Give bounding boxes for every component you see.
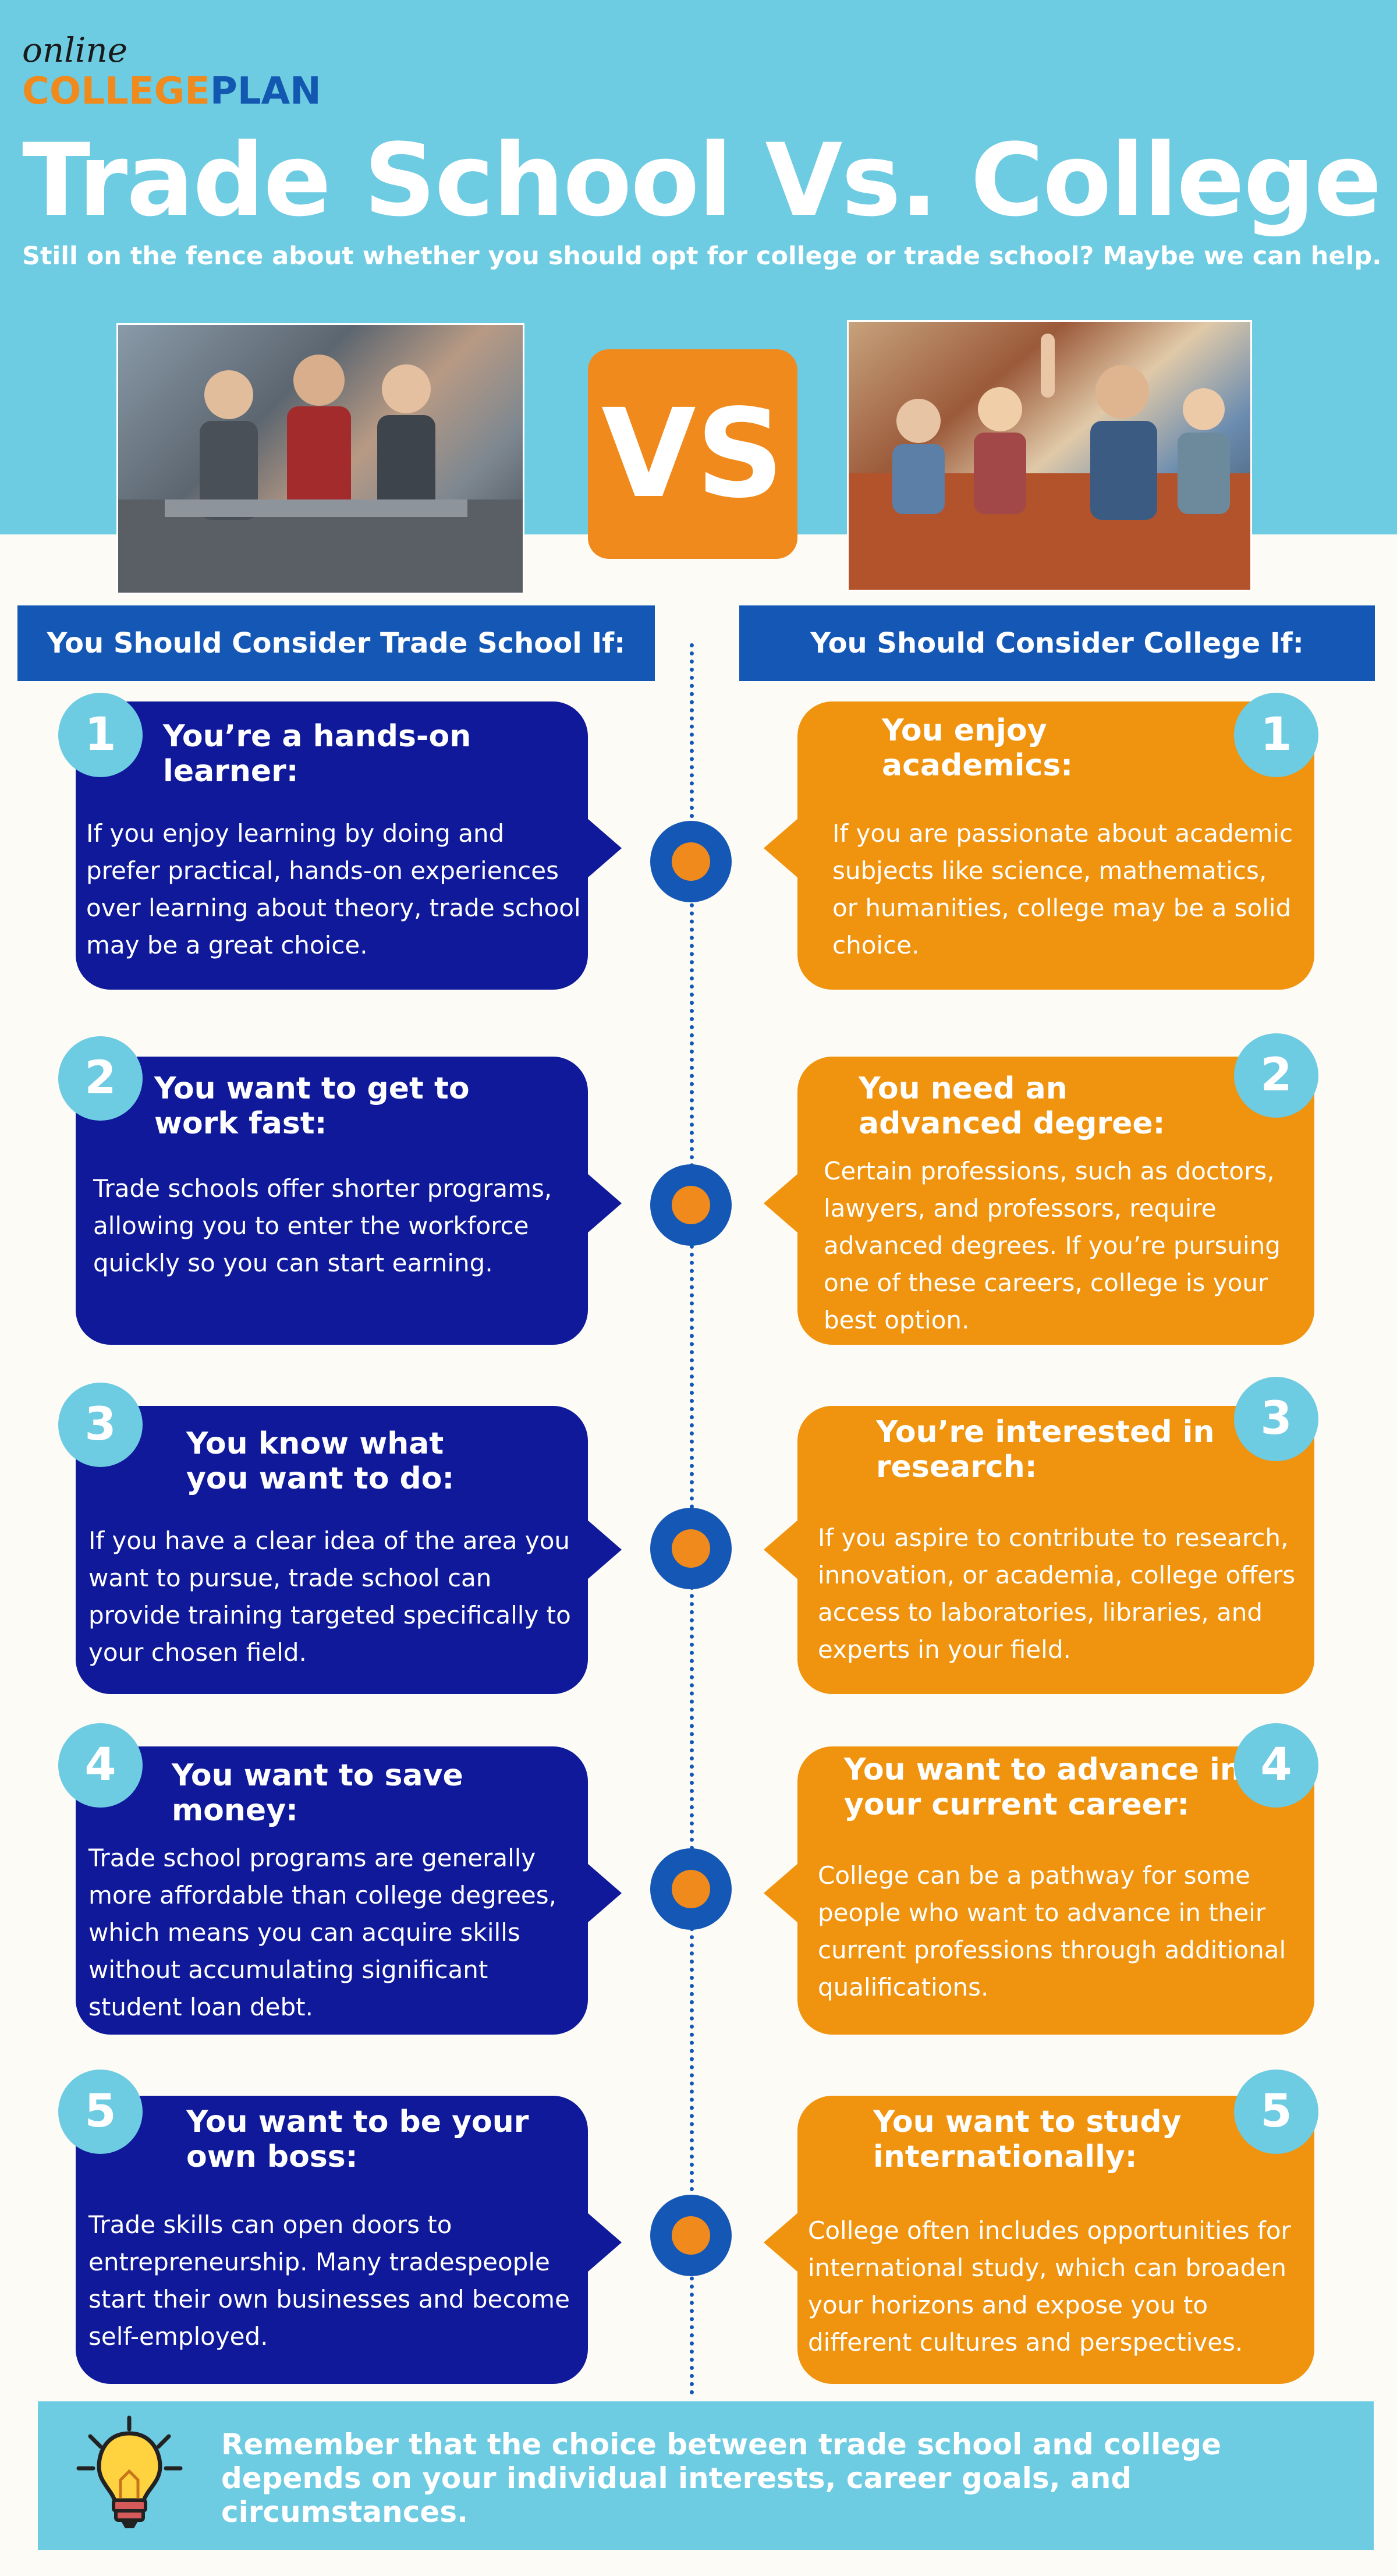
trade-school-photo xyxy=(116,323,524,594)
page-subtitle: Still on the fence about whether you sho… xyxy=(22,242,1382,271)
trade-reason-card-5: You want to be your own boss: Trade skil… xyxy=(76,2096,622,2384)
trade-reason-card-4: You want to save money: Trade school pro… xyxy=(76,1746,622,2035)
footer-message: Remember that the choice between trade s… xyxy=(221,2428,1222,2529)
trade-reason-title: You know what you want to do: xyxy=(186,1426,455,1496)
college-reason-card-5: You want to study internationally: Colle… xyxy=(764,2096,1314,2384)
trade-reason-title: You want to be your own boss: xyxy=(186,2104,529,2174)
college-number-badge-5: 5 xyxy=(1234,2070,1318,2154)
trade-reason-title: You want to save money: xyxy=(172,1758,463,1828)
timeline-node-center xyxy=(672,2216,710,2255)
timeline-node-center xyxy=(672,842,710,881)
trade-number-badge-3: 3 xyxy=(58,1383,143,1467)
timeline-node-3 xyxy=(650,1508,732,1589)
trade-reason-body: If you enjoy learning by doing and prefe… xyxy=(86,819,581,959)
card-pointer xyxy=(764,1863,799,1923)
college-reason-body: If you aspire to contribute to research,… xyxy=(818,1523,1296,1664)
college-column-header: You Should Consider College If: xyxy=(739,605,1375,681)
timeline-node-5 xyxy=(650,2195,732,2276)
trade-reason-body: Trade skills can open doors to entrepren… xyxy=(88,2210,570,2351)
card-pointer xyxy=(764,1173,799,1234)
logo-online: online xyxy=(22,30,128,70)
page-title: Trade School Vs. College xyxy=(22,122,1382,239)
card-pointer xyxy=(587,2212,622,2273)
college-reason-body: College can be a pathway for some people… xyxy=(818,1861,1286,2001)
trade-number-badge-5: 5 xyxy=(58,2070,143,2154)
card-pointer xyxy=(764,2212,799,2273)
trade-column-header: You Should Consider Trade School If: xyxy=(17,605,655,681)
trade-reason-title: You want to get to work fast: xyxy=(154,1071,470,1141)
college-reason-body: Certain professions, such as doctors, la… xyxy=(824,1157,1281,1334)
college-reason-title: You’re interested in research: xyxy=(876,1415,1215,1484)
timeline-node-2 xyxy=(650,1164,732,1246)
college-reason-card-1: You enjoy academics: If you are passiona… xyxy=(764,701,1314,990)
vs-label: VS xyxy=(601,382,784,525)
trade-reason-title: You’re a hands-on learner: xyxy=(163,719,471,789)
college-reason-body: College often includes opportunities for… xyxy=(808,2216,1291,2357)
card-pointer xyxy=(587,1173,622,1234)
college-photo xyxy=(847,320,1252,591)
vs-badge: VS xyxy=(588,349,797,559)
trade-number-badge-2: 2 xyxy=(58,1036,143,1121)
trade-number-badge-4: 4 xyxy=(58,1723,143,1808)
trade-reason-body: Trade school programs are generally more… xyxy=(88,1844,556,2021)
lightbulb-icon xyxy=(76,2415,183,2528)
college-reason-title: You enjoy academics: xyxy=(882,713,1073,783)
card-pointer xyxy=(764,1519,799,1580)
card-pointer xyxy=(587,1519,622,1580)
trade-reason-body: Trade schools offer shorter programs, al… xyxy=(93,1174,552,1277)
timeline-node-center xyxy=(672,1870,710,1908)
timeline-node-4 xyxy=(650,1848,732,1930)
college-reason-card-2: You need an advanced degree: Certain pro… xyxy=(764,1057,1314,1345)
college-number-badge-2: 2 xyxy=(1234,1033,1318,1118)
college-reason-title: You want to advance in your current care… xyxy=(844,1752,1242,1822)
college-students-illustration xyxy=(849,334,1250,590)
logo-college: COLLEGE xyxy=(22,70,210,113)
timeline-node-center xyxy=(672,1529,710,1568)
college-number-badge-4: 4 xyxy=(1234,1723,1318,1808)
trade-reason-card-2: You want to get to work fast: Trade scho… xyxy=(76,1057,622,1345)
college-reason-title: You need an advanced degree: xyxy=(859,1071,1165,1141)
card-pointer xyxy=(587,1863,622,1923)
footer-banner: Remember that the choice between trade s… xyxy=(38,2401,1374,2550)
trade-number-badge-1: 1 xyxy=(58,693,143,777)
trade-students-illustration xyxy=(118,355,523,593)
timeline-node-center xyxy=(672,1186,710,1224)
college-number-badge-1: 1 xyxy=(1234,693,1318,777)
college-reason-body: If you are passionate about academic sub… xyxy=(832,819,1293,959)
trade-reason-card-1: You’re a hands-on learner: If you enjoy … xyxy=(76,701,622,990)
college-reason-card-3: You’re interested in research: If you as… xyxy=(764,1406,1314,1694)
trade-reason-card-3: You know what you want to do: If you hav… xyxy=(76,1406,622,1694)
timeline-node-1 xyxy=(650,821,732,902)
logo-wordmark: COLLEGEPLAN xyxy=(22,70,321,113)
logo-plan: PLAN xyxy=(210,70,321,113)
college-number-badge-3: 3 xyxy=(1234,1377,1318,1461)
college-reason-card-4: You want to advance in your current care… xyxy=(764,1746,1314,2035)
card-pointer xyxy=(764,818,799,878)
card-pointer xyxy=(587,818,622,878)
trade-reason-body: If you have a clear idea of the area you… xyxy=(88,1526,571,1667)
college-reason-title: You want to study internationally: xyxy=(873,2104,1182,2174)
